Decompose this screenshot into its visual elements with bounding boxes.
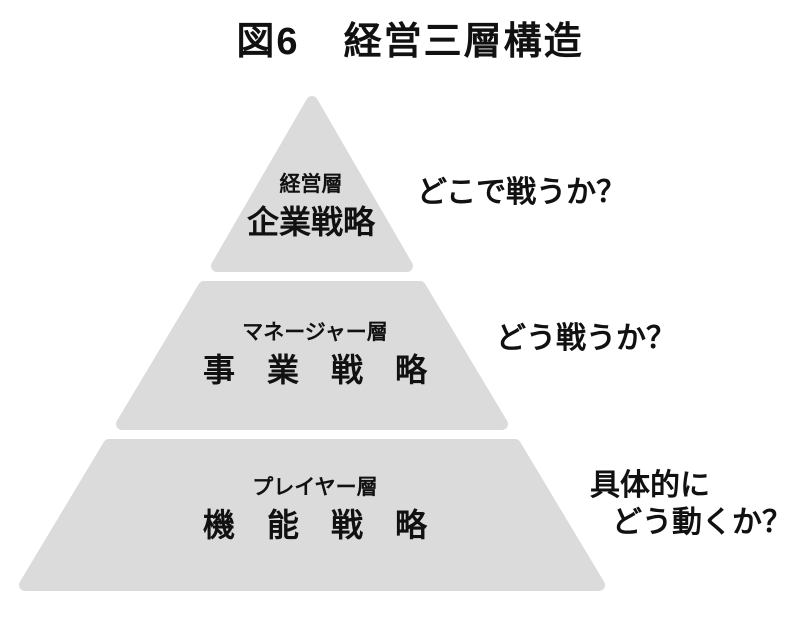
pyramid-layer-middle-shape [116, 281, 508, 430]
layer-bottom-tier-label: プレイヤー層 [252, 476, 378, 499]
layer-top-strategy-label: 企業戦略 [246, 204, 376, 240]
layer-top-tier-label: 経営層 [279, 173, 343, 196]
layer-bottom-labels: プレイヤー層 機 能 戦 略 [202, 476, 428, 543]
question-middle: どう戦うか？ [496, 320, 676, 357]
layer-bottom-strategy-label: 機 能 戦 略 [202, 507, 428, 543]
layer-middle-strategy-label: 事 業 戦 略 [202, 352, 428, 388]
question-top-text: どこで戦うか？ [417, 176, 627, 209]
figure-caption: 図6 経営三層構造 [236, 10, 583, 65]
question-middle-text: どう戦うか？ [496, 322, 676, 355]
pyramid-layer-top-shape [211, 96, 413, 272]
figure-number-label: 図6 [236, 21, 300, 63]
question-bottom-text-line2: どう動くか？ [612, 506, 792, 539]
question-top: どこで戦うか？ [417, 174, 626, 211]
pyramid-layer-bottom-shape [19, 439, 605, 591]
layer-top-labels: 経営層 企業戦略 [246, 173, 376, 240]
figure-title-text: 経営三層構造 [343, 21, 584, 63]
layer-middle-tier-label: マネージャー層 [242, 321, 388, 344]
question-bottom-text-line1: 具体的に [590, 469, 710, 502]
question-bottom: 具体的に どう動くか？ [590, 467, 792, 541]
layer-middle-labels: マネージャー層 事 業 戦 略 [202, 321, 428, 388]
